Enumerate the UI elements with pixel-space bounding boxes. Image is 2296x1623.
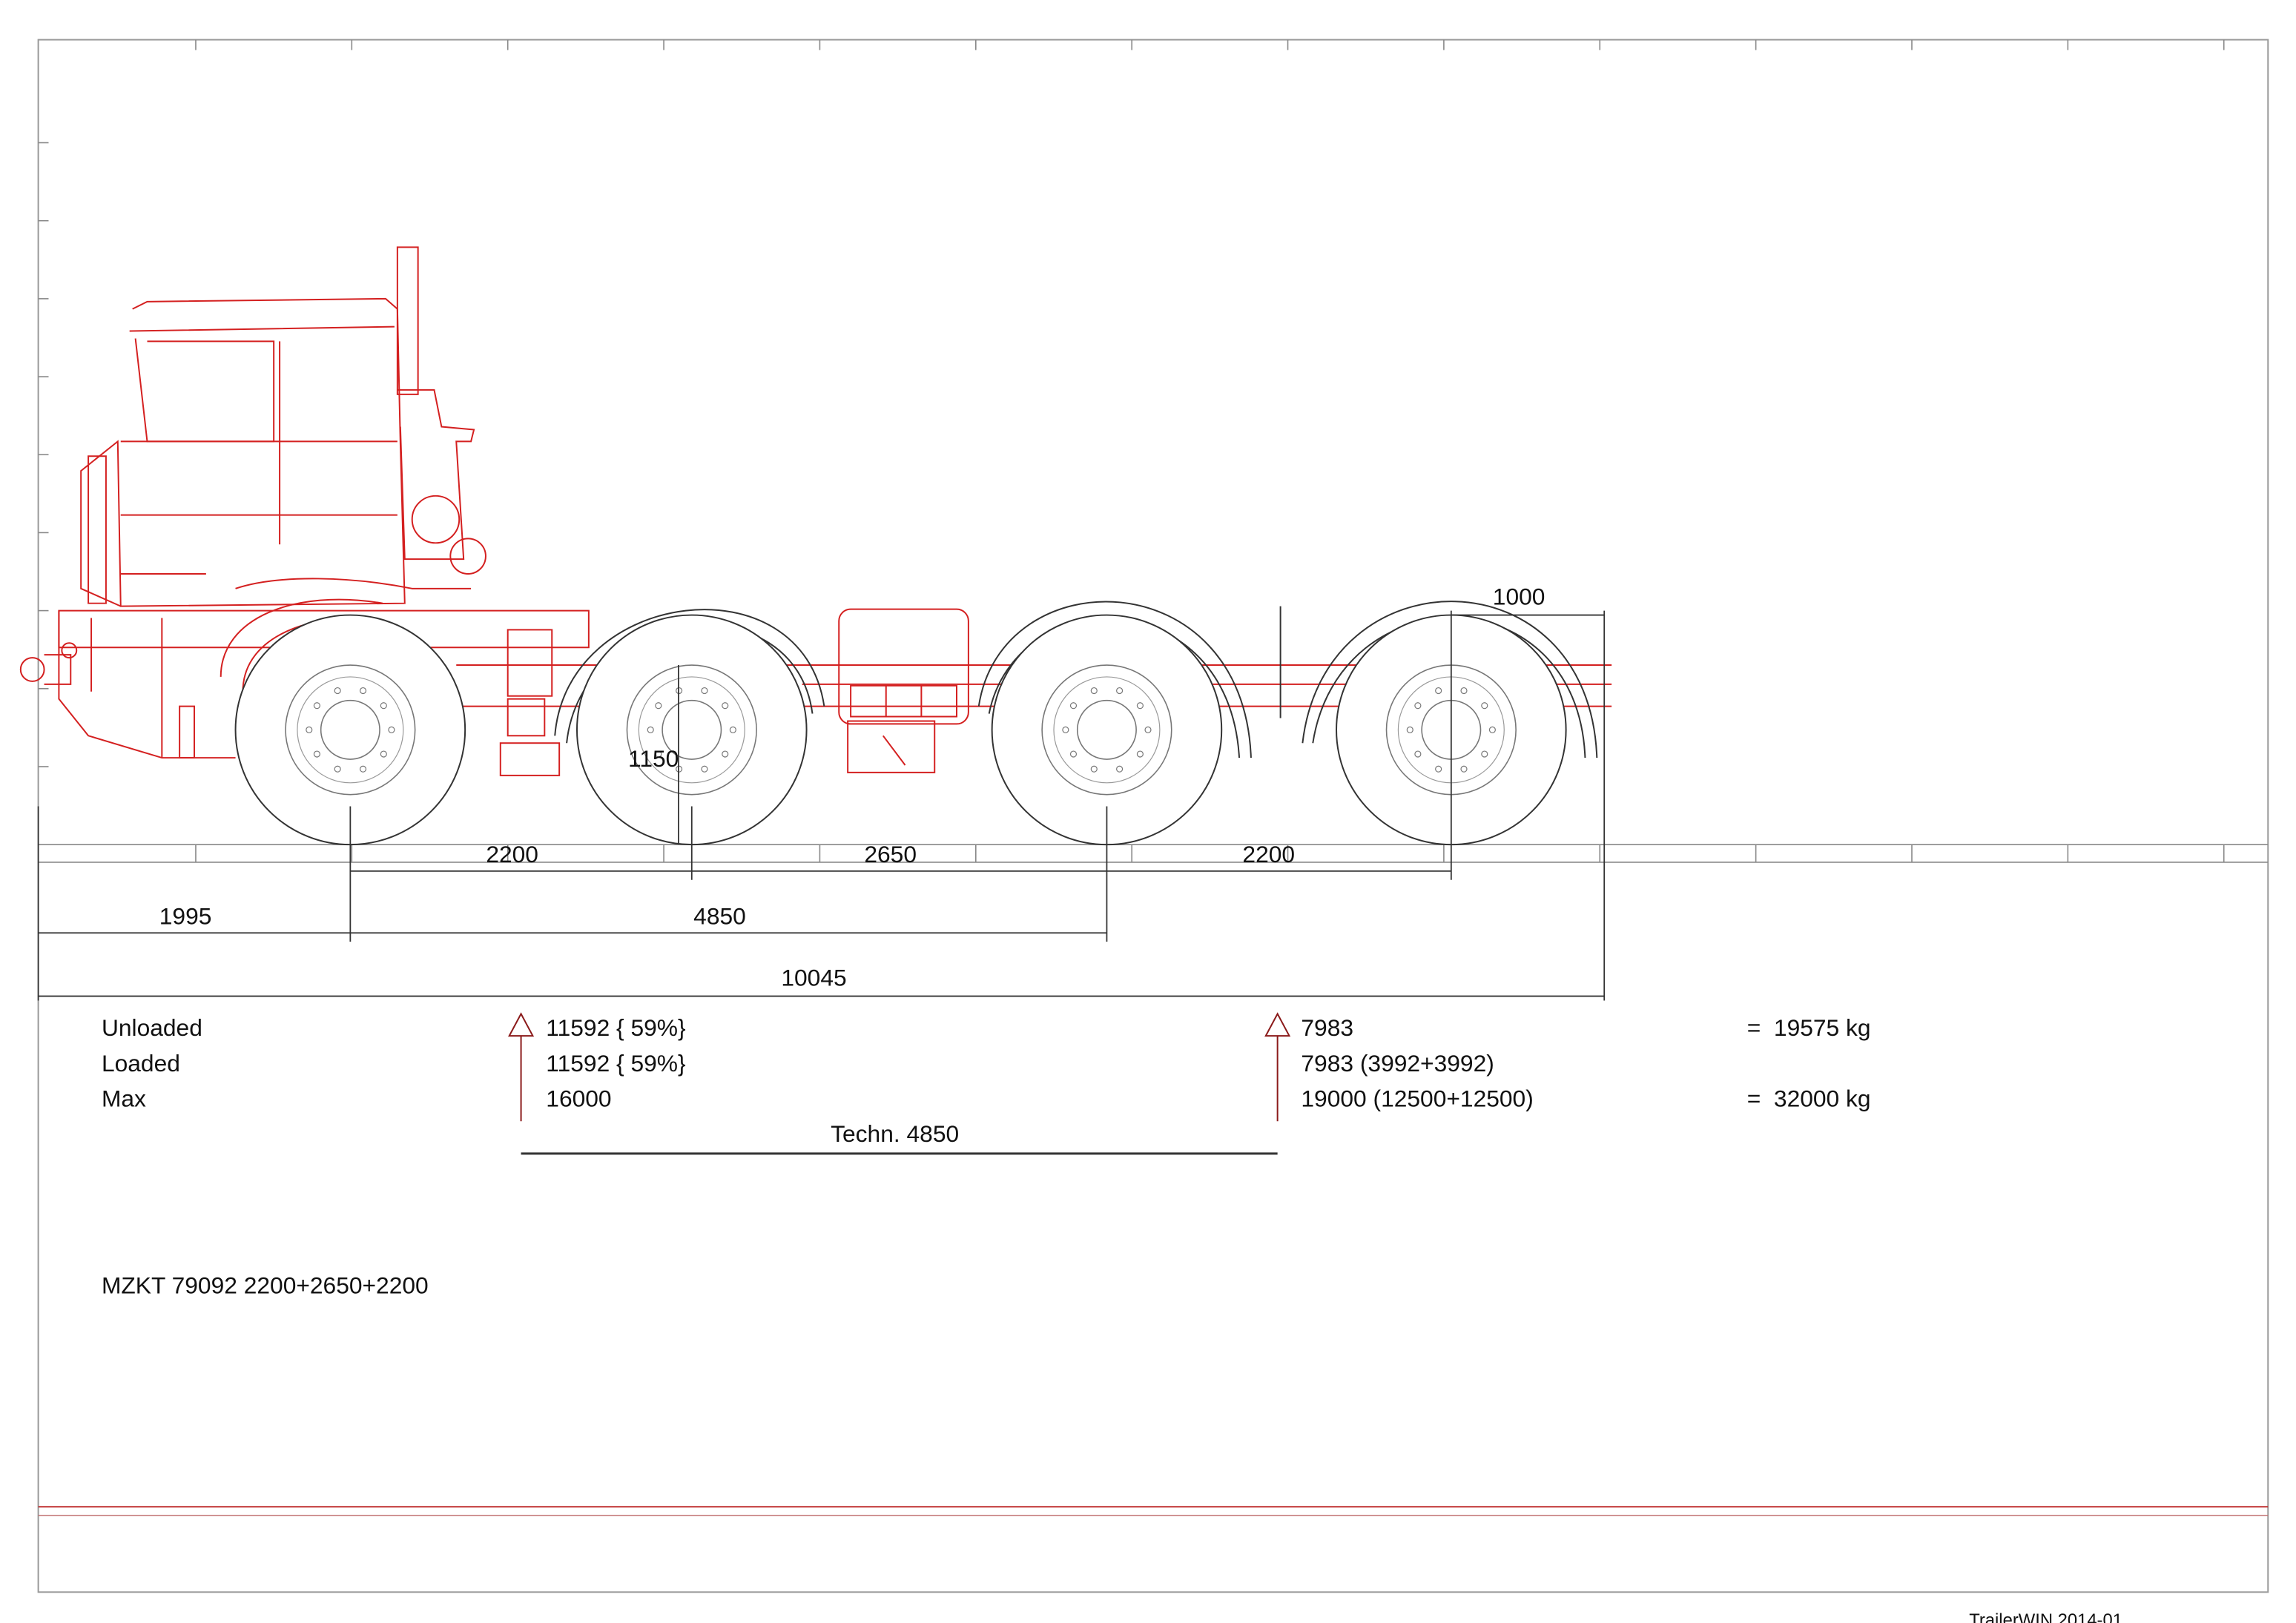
wheel	[991, 614, 1223, 846]
load-table: Unloaded 11592 { 59%} 7983 = 19575 kg Lo…	[102, 1014, 1871, 1111]
dim-front-overhang: 1995	[159, 902, 212, 929]
dim-axle-spacing-2: 2650	[864, 841, 917, 867]
dim-rear-offset: 1000	[1493, 584, 1545, 610]
total-unloaded: = 19575 kg	[1747, 1014, 1871, 1041]
extension-lines	[37, 610, 1606, 1001]
load-arrows	[508, 1012, 1291, 1122]
dim-axle-spacing-3: 2200	[1242, 841, 1295, 867]
dimension-lines	[38, 614, 1605, 1155]
dim-fifth-wheel-height: 1150	[628, 745, 679, 772]
total-max: = 32000 kg	[1747, 1085, 1871, 1111]
row-label-unloaded: Unloaded	[102, 1014, 202, 1041]
wheels	[234, 614, 1567, 846]
technical-wheelbase: Techn. 4850	[831, 1120, 959, 1147]
dim-overall-length: 10045	[781, 965, 846, 991]
wheel	[575, 614, 808, 846]
front-load-unloaded: 11592 { 59%}	[546, 1014, 686, 1041]
front-load-loaded: 11592 { 59%}	[546, 1050, 686, 1077]
dim-axle-spacing-1: 2200	[486, 841, 538, 867]
row-label-max: Max	[102, 1085, 146, 1111]
vehicle-title: MZKT 79092 2200+2650+2200	[102, 1272, 429, 1298]
rear-load-max: 19000 (12500+12500)	[1301, 1085, 1533, 1111]
row-label-loaded: Loaded	[102, 1050, 180, 1077]
dim-wheelbase: 4850	[693, 902, 746, 929]
ruler-ticks	[38, 39, 2225, 862]
rear-load-unloaded: 7983	[1301, 1014, 1353, 1041]
wheel	[234, 614, 466, 846]
front-load-max: 16000	[546, 1085, 611, 1111]
rear-load-loaded: 7983 (3992+3992)	[1301, 1050, 1494, 1077]
footer-software: TrailerWIN 2014-01	[1969, 1610, 2122, 1623]
